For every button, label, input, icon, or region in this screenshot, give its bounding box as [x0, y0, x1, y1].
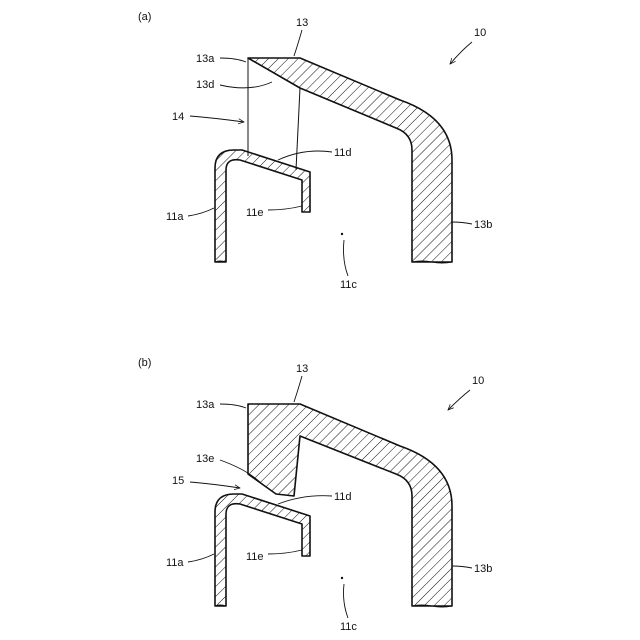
leader-13-a — [294, 30, 302, 56]
label-10-a: 10 — [474, 27, 486, 39]
panel-b-caption: (b) — [138, 357, 151, 369]
cover-13-b — [248, 404, 452, 606]
leader-14-a — [190, 116, 244, 122]
label-13-a: 13 — [296, 17, 308, 29]
panel-b: (b) 10 13 13a 13e 15 11d 11a 11e 13b — [138, 357, 492, 633]
leader-13b-a — [452, 222, 472, 224]
label-13a-a: 13a — [196, 53, 215, 65]
gap-line-right-a — [296, 88, 300, 170]
leader-10-b — [448, 390, 470, 410]
label-15-b: 15 — [172, 475, 184, 487]
leader-11e-b — [268, 550, 302, 554]
label-11d-a: 11d — [334, 147, 352, 159]
leader-11e-a — [268, 206, 302, 210]
label-11e-b: 11e — [246, 551, 264, 563]
leader-10-a — [450, 42, 472, 64]
leader-11d-b — [278, 496, 332, 504]
label-13d-a: 13d — [196, 79, 214, 91]
leader-13d-a — [220, 82, 272, 88]
leader-11c-b — [344, 584, 349, 618]
leader-11c-a — [344, 240, 349, 276]
label-13a-b: 13a — [196, 399, 215, 411]
label-10-b: 10 — [472, 375, 484, 387]
label-13b-a: 13b — [474, 219, 492, 231]
leader-11a-a — [188, 208, 214, 216]
panel-a-caption: (a) — [138, 11, 151, 23]
label-14-a: 14 — [172, 111, 184, 123]
label-11e-a: 11e — [246, 207, 264, 219]
leader-13-b — [294, 376, 302, 402]
label-13b-b: 13b — [474, 563, 492, 575]
point-11c-a — [341, 233, 343, 235]
leader-13a-a — [220, 58, 246, 62]
label-11c-b: 11c — [340, 621, 357, 633]
label-11a-a: 11a — [166, 211, 184, 223]
leader-15-b — [190, 482, 240, 488]
bracket-11-b — [215, 494, 310, 606]
label-13e-b: 13e — [196, 453, 214, 465]
leader-13a-b — [220, 404, 246, 408]
label-11c-a: 11c — [340, 279, 357, 291]
leader-11d-a — [278, 151, 332, 160]
label-11d-b: 11d — [334, 491, 352, 503]
label-13-b: 13 — [296, 363, 308, 375]
leader-11a-b — [188, 554, 214, 562]
label-11a-b: 11a — [166, 557, 184, 569]
leader-13b-b — [452, 566, 472, 568]
panel-a: (a) 10 13 13a 13d 14 11d 11a 11e — [138, 11, 492, 291]
point-11c-b — [341, 577, 343, 579]
